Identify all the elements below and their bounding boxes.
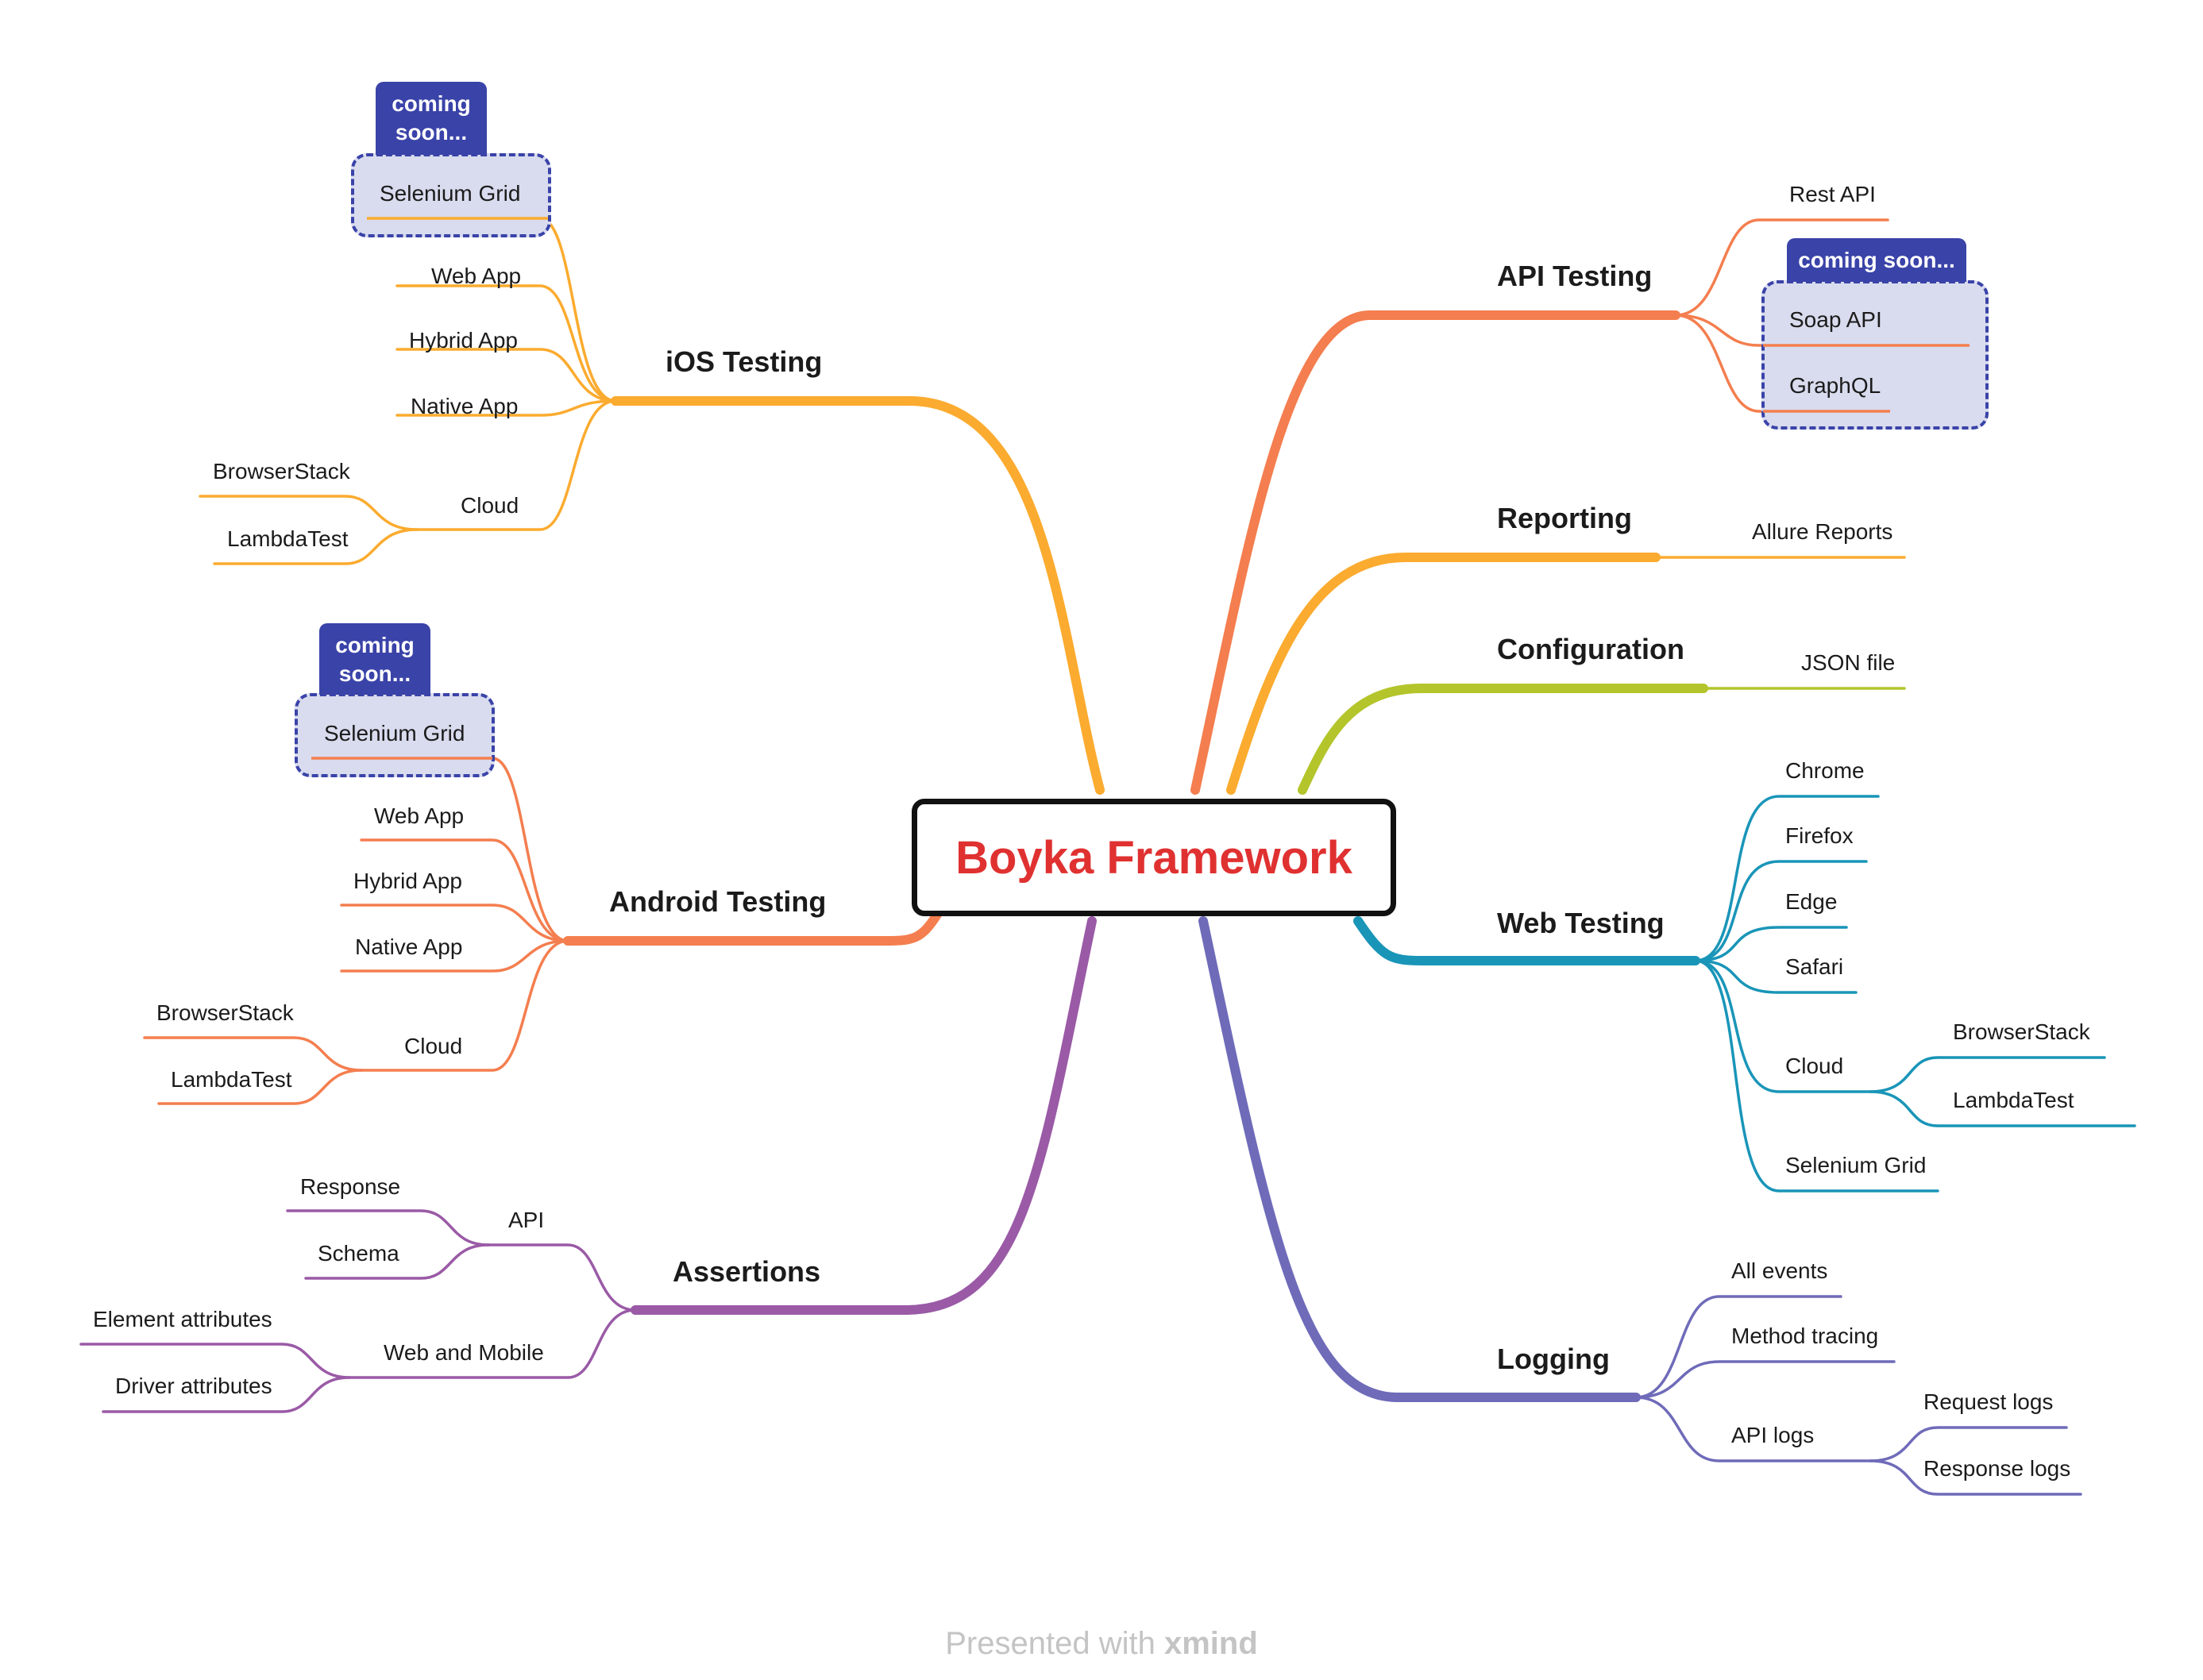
- assertions-connectors: [79, 1209, 637, 1413]
- web-selenium-grid[interactable]: Selenium Grid: [1785, 1153, 1927, 1177]
- presented-with-footer: Presented with xmind: [0, 1626, 2203, 1662]
- ios-coming-soon-badge: coming soon...: [376, 82, 487, 155]
- api-rest[interactable]: Rest API: [1789, 182, 1876, 206]
- ios-web-app[interactable]: Web App: [431, 264, 522, 288]
- assertions-schema[interactable]: Schema: [318, 1241, 399, 1266]
- api-connectors: [1674, 218, 1971, 413]
- web-chrome[interactable]: Chrome: [1785, 758, 1865, 783]
- android-selenium-group: [295, 693, 495, 777]
- central-topic[interactable]: Boyka Framework: [912, 799, 1396, 916]
- logging-method-tracing[interactable]: Method tracing: [1731, 1324, 1879, 1348]
- api-coming-soon-badge: coming soon...: [1787, 238, 1966, 282]
- branch-android-testing[interactable]: Android Testing: [609, 885, 827, 918]
- logging-request-logs[interactable]: Request logs: [1923, 1389, 2054, 1414]
- trunk-ios: [611, 396, 1105, 795]
- api-soap[interactable]: Soap API: [1789, 307, 1882, 332]
- android-coming-soon-badge: coming soon...: [319, 623, 430, 695]
- android-native-app[interactable]: Native App: [355, 934, 463, 959]
- central-topic-title: Boyka Framework: [955, 831, 1352, 884]
- api-coming-soon-group: [1761, 280, 1989, 430]
- android-selenium-grid[interactable]: Selenium Grid: [324, 721, 465, 746]
- android-connectors: [143, 757, 569, 1105]
- branch-api-testing[interactable]: API Testing: [1497, 260, 1653, 292]
- web-firefox[interactable]: Firefox: [1785, 823, 1854, 848]
- trunk-assertions: [631, 916, 1097, 1315]
- assertions-web-and-mobile[interactable]: Web and Mobile: [384, 1340, 544, 1365]
- branch-configuration[interactable]: Configuration: [1497, 633, 1684, 665]
- web-connectors: [1694, 795, 2136, 1193]
- web-browserstack[interactable]: BrowserStack: [1953, 1019, 2090, 1044]
- assertions-driver-attributes[interactable]: Driver attributes: [115, 1374, 272, 1398]
- branch-assertions[interactable]: Assertions: [673, 1255, 821, 1288]
- web-safari[interactable]: Safari: [1785, 954, 1844, 979]
- web-cloud[interactable]: Cloud: [1785, 1054, 1844, 1078]
- ios-selenium-grid[interactable]: Selenium Grid: [380, 181, 521, 206]
- branch-ios-testing[interactable]: iOS Testing: [666, 345, 823, 378]
- branch-logging[interactable]: Logging: [1497, 1343, 1610, 1375]
- logging-all-events[interactable]: All events: [1731, 1258, 1828, 1283]
- ios-selenium-group: [351, 153, 551, 237]
- ios-connectors: [199, 217, 617, 565]
- branch-reporting[interactable]: Reporting: [1497, 502, 1632, 534]
- ios-browserstack[interactable]: BrowserStack: [213, 459, 350, 484]
- ios-lambdatest[interactable]: LambdaTest: [227, 526, 349, 551]
- branch-web-testing[interactable]: Web Testing: [1497, 907, 1665, 939]
- ios-hybrid-app[interactable]: Hybrid App: [409, 328, 518, 353]
- xmind-logo-text: xmind: [1163, 1626, 1258, 1661]
- logging-response-logs[interactable]: Response logs: [1923, 1456, 2071, 1481]
- configuration-json[interactable]: JSON file: [1801, 650, 1896, 675]
- ios-native-app[interactable]: Native App: [411, 394, 519, 418]
- logging-api-logs[interactable]: API logs: [1731, 1423, 1815, 1447]
- android-web-app[interactable]: Web App: [374, 803, 465, 828]
- android-cloud[interactable]: Cloud: [404, 1034, 463, 1058]
- footer-prefix: Presented with: [945, 1626, 1164, 1661]
- ios-cloud[interactable]: Cloud: [461, 493, 519, 518]
- android-lambdatest[interactable]: LambdaTest: [171, 1067, 292, 1092]
- assertions-response[interactable]: Response: [300, 1174, 401, 1199]
- web-edge[interactable]: Edge: [1785, 889, 1838, 914]
- reporting-allure[interactable]: Allure Reports: [1752, 519, 1893, 544]
- trunk-logging: [1198, 916, 1641, 1402]
- api-graphql[interactable]: GraphQL: [1789, 373, 1881, 398]
- trunk-configuration: [1298, 684, 1708, 795]
- assertions-api[interactable]: API: [508, 1208, 545, 1232]
- android-browserstack[interactable]: BrowserStack: [156, 1000, 294, 1025]
- web-lambdatest[interactable]: LambdaTest: [1953, 1088, 2074, 1112]
- trunk-reporting: [1226, 553, 1661, 795]
- logging-connectors: [1634, 1295, 2082, 1496]
- trunk-android: [563, 910, 942, 946]
- assertions-element-attributes[interactable]: Element attributes: [93, 1307, 272, 1331]
- trunk-api: [1190, 310, 1680, 795]
- android-hybrid-app[interactable]: Hybrid App: [353, 869, 462, 893]
- trunk-web: [1353, 916, 1700, 965]
